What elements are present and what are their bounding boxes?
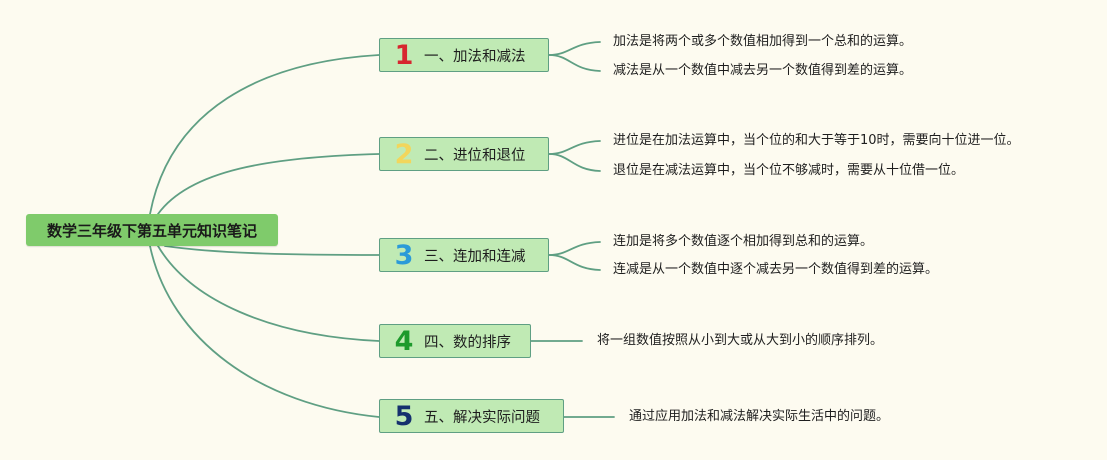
- connector-root-branch-4: [157, 245, 380, 342]
- detail-3-2[interactable]: 连减是从一个数值中逐个减去另一个数值得到差的运算。: [613, 262, 939, 277]
- branch-label-5: 五、解决实际问题: [424, 409, 540, 426]
- branch-node-4[interactable]: 4 四、数的排序: [379, 324, 531, 358]
- connector-root-branch-5: [149, 245, 380, 418]
- number-4-icon: 4: [394, 325, 414, 357]
- detail-2-2[interactable]: 退位是在减法运算中，当个位不够减时，需要从十位借一位。: [613, 163, 965, 178]
- number-1-icon: 1: [394, 39, 414, 71]
- branch-node-3[interactable]: 3 三、连加和连减: [379, 238, 549, 272]
- connector-branch-1-detail-2: [548, 54, 601, 72]
- detail-1-2[interactable]: 减法是从一个数值中减去另一个数值得到差的运算。: [613, 63, 913, 78]
- detail-2-1[interactable]: 进位是在加法运算中，当个位的和大于等于10时，需要向十位进一位。: [613, 133, 1020, 148]
- branch-node-2[interactable]: 2 二、进位和退位: [379, 137, 549, 171]
- branch-label-1: 一、加法和减法: [424, 48, 526, 65]
- connector-branch-1-detail-1: [548, 41, 601, 56]
- connector-root-branch-2: [157, 153, 380, 215]
- detail-3-1[interactable]: 连加是将多个数值逐个相加得到总和的运算。: [613, 234, 874, 249]
- branch-label-3: 三、连加和连减: [424, 248, 526, 265]
- branch-label-2: 二、进位和退位: [424, 147, 526, 164]
- number-5-icon: 5: [394, 400, 414, 432]
- connector-root-branch-3: [164, 245, 380, 256]
- connector-branch-3-detail-1: [548, 241, 601, 256]
- detail-1-1[interactable]: 加法是将两个或多个数值相加得到一个总和的运算。: [613, 34, 913, 49]
- root-topic-label: 数学三年级下第五单元知识笔记: [46, 221, 257, 240]
- connector-branch-3-detail-2: [548, 254, 601, 271]
- connector-branch-2-detail-1: [548, 140, 601, 155]
- connector-root-branch-1: [149, 54, 380, 215]
- detail-5-1[interactable]: 通过应用加法和减法解决实际生活中的问题。: [629, 409, 890, 424]
- root-topic[interactable]: 数学三年级下第五单元知识笔记: [26, 214, 278, 246]
- branch-node-5[interactable]: 5 五、解决实际问题: [379, 399, 564, 433]
- branch-node-1[interactable]: 1 一、加法和减法: [379, 38, 549, 72]
- number-2-icon: 2: [394, 138, 414, 170]
- connector-branch-2-detail-2: [548, 153, 601, 172]
- branch-label-4: 四、数的排序: [424, 334, 511, 351]
- number-3-icon: 3: [394, 239, 414, 271]
- detail-4-1[interactable]: 将一组数值按照从小到大或从大到小的顺序排列。: [597, 333, 884, 348]
